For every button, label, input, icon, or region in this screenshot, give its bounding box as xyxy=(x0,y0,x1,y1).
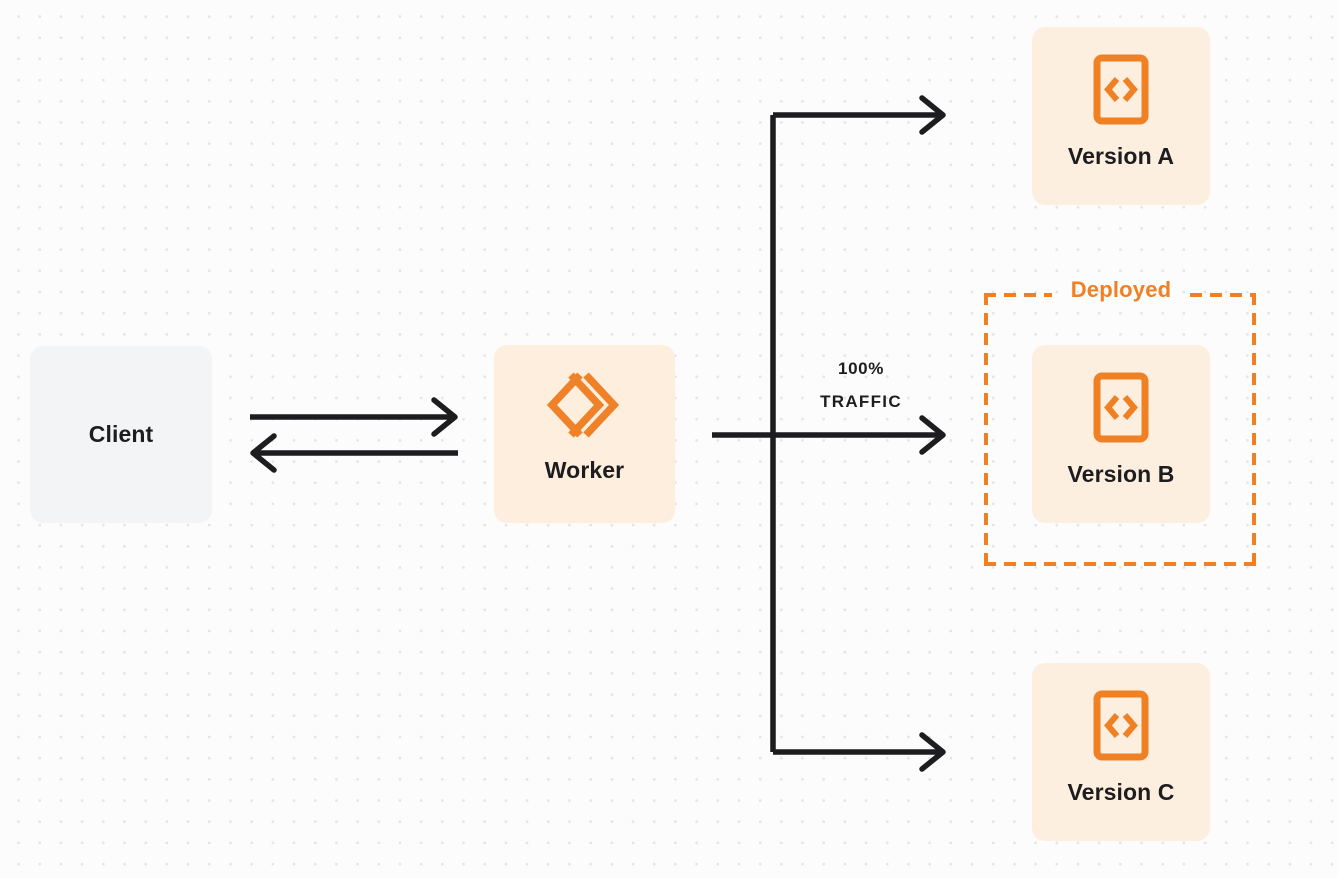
traffic-percent: 100% xyxy=(838,359,884,378)
deployed-border-left xyxy=(984,293,988,566)
node-worker[interactable]: Worker xyxy=(494,345,675,523)
deployed-border-top-left xyxy=(984,293,1052,297)
node-client[interactable]: Client xyxy=(30,346,212,523)
node-version-c-label: Version C xyxy=(1067,779,1175,805)
code-file-icon xyxy=(1093,372,1149,443)
node-version-a[interactable]: Version A xyxy=(1032,27,1210,205)
arrow-to-version-b-head xyxy=(919,415,946,455)
deployed-group-label: Deployed xyxy=(1070,277,1172,302)
deployed-border-right xyxy=(1252,293,1256,566)
cloudflare-workers-logo-icon xyxy=(546,369,623,441)
deployed-border-bottom xyxy=(984,562,1256,566)
traffic-word: TRAFFIC xyxy=(820,392,902,411)
node-version-b-label: Version B xyxy=(1067,461,1175,487)
arrow-client-to-worker-head xyxy=(431,397,458,437)
code-file-icon xyxy=(1093,54,1149,125)
node-version-c[interactable]: Version C xyxy=(1032,663,1210,841)
traffic-label: 100% TRAFFIC xyxy=(781,352,941,418)
code-file-icon xyxy=(1093,690,1149,761)
node-client-label: Client xyxy=(88,421,154,447)
deployed-border-top-right xyxy=(1190,293,1256,297)
node-worker-label: Worker xyxy=(544,457,625,483)
arrow-worker-to-client-head xyxy=(250,433,277,473)
arrow-to-version-c-head xyxy=(919,732,946,772)
node-version-b[interactable]: Version B xyxy=(1032,345,1210,523)
arrow-to-version-a-head xyxy=(919,95,946,135)
node-version-a-label: Version A xyxy=(1067,143,1175,169)
